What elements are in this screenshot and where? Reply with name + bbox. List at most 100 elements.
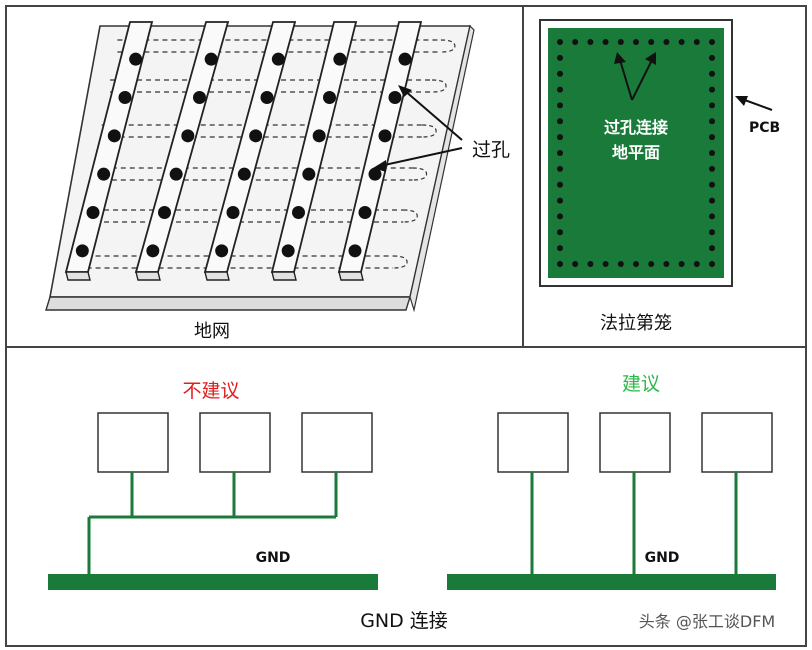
via-label: 过孔	[472, 139, 510, 161]
via-dot	[348, 244, 362, 258]
base-plate-edge	[45, 296, 411, 311]
via-dot	[169, 167, 183, 181]
via-dot	[557, 261, 563, 267]
via-dot	[557, 181, 563, 188]
gnd-label-right: GND	[645, 550, 680, 566]
recommended-topology: GND	[447, 412, 776, 590]
via-dot	[557, 213, 563, 220]
via-dot	[281, 244, 295, 258]
dashed-trace-end	[440, 39, 456, 53]
not-recommended-topology: GND	[48, 412, 378, 590]
via-dot	[302, 167, 316, 181]
via-dot	[709, 245, 715, 252]
component-box	[301, 412, 373, 473]
via-dot	[663, 39, 670, 45]
dashed-trace-end	[403, 209, 418, 223]
pcb-pointer-arrow	[741, 98, 773, 111]
faraday-cage-caption: 法拉第笼	[600, 313, 672, 334]
via-dot	[648, 261, 655, 267]
gnd-connection-caption: GND 连接	[360, 610, 448, 632]
via-dot	[249, 129, 263, 143]
via-dot	[709, 54, 715, 61]
via-dot	[557, 245, 563, 252]
via-dot	[587, 261, 594, 267]
via-dot	[129, 52, 143, 66]
via-dot	[557, 102, 563, 109]
via-dot	[333, 52, 347, 66]
frame	[5, 5, 807, 647]
dashed-trace-end	[422, 124, 437, 138]
via-dot	[709, 213, 715, 220]
via-dot	[358, 206, 372, 219]
ground-mesh-caption: 地网	[194, 321, 230, 342]
base-plate-side	[409, 24, 475, 313]
via-dot	[587, 39, 594, 45]
via-dot	[709, 261, 715, 267]
via-dot	[193, 91, 206, 104]
via-dot	[271, 52, 285, 66]
dashed-trace-end	[393, 255, 408, 269]
not-recommended-label: 不建议	[182, 380, 239, 402]
via-dot	[709, 134, 715, 141]
dashed-trace-end	[432, 79, 447, 93]
direct-ground-traces	[530, 472, 738, 574]
via-dot	[107, 129, 121, 143]
via-dot	[86, 206, 100, 219]
via-connect-label: 过孔连接	[604, 118, 668, 137]
via-dot	[709, 229, 715, 236]
pcb-label: PCB	[749, 120, 780, 136]
watermark: 头条 @张工谈DFM	[639, 612, 775, 631]
via-dot	[602, 261, 609, 267]
via-dot	[709, 39, 715, 45]
via-dot	[557, 229, 563, 236]
gnd-label-left: GND	[256, 550, 291, 566]
via-dot	[678, 39, 685, 45]
recommended-label: 建议	[622, 373, 660, 395]
component-box	[97, 412, 169, 473]
via-dot	[633, 39, 639, 45]
via-dot	[617, 39, 624, 45]
component-box	[701, 412, 773, 473]
via-dot	[204, 52, 218, 66]
via-dot	[633, 261, 639, 267]
via-dot	[693, 261, 700, 267]
mesh-strip-end	[135, 271, 161, 281]
via-dot	[97, 167, 111, 181]
via-dot	[388, 91, 402, 104]
via-dot	[557, 39, 563, 45]
via-dot	[75, 244, 89, 258]
daisy-chain-traces	[87, 472, 338, 574]
mesh-strip-end	[204, 271, 230, 281]
gnd-bus-right	[447, 574, 776, 590]
ground-mesh-illustration	[45, 21, 475, 313]
via-dot	[368, 167, 382, 181]
perimeter-vias	[557, 39, 715, 267]
via-dot	[378, 129, 392, 143]
mesh-strip-end	[271, 271, 297, 281]
via-dot	[557, 118, 563, 125]
dashed-trace-end	[412, 167, 428, 181]
via-dot	[709, 86, 715, 93]
via-dot	[572, 261, 579, 267]
via-dot	[557, 165, 563, 172]
gnd-bus-left	[48, 574, 378, 590]
via-dot	[617, 261, 624, 267]
via-dot	[146, 244, 160, 258]
via-dot	[118, 91, 132, 104]
mesh-strip-end	[338, 271, 364, 281]
via-dot	[648, 39, 655, 45]
via-dot	[557, 54, 563, 61]
via-dot	[237, 167, 251, 181]
via-dot	[557, 134, 563, 141]
via-dot	[693, 39, 700, 45]
via-dot	[709, 197, 715, 204]
ground-plane-label: 地平面	[612, 143, 660, 162]
component-box	[497, 412, 569, 473]
via-dot	[323, 91, 336, 104]
mesh-strip-end	[65, 271, 91, 281]
via-dot	[709, 102, 715, 109]
via-dot	[398, 52, 412, 66]
via-dot	[312, 129, 326, 143]
faraday-cage-illustration: 过孔连接 地平面 PCB	[539, 19, 780, 287]
